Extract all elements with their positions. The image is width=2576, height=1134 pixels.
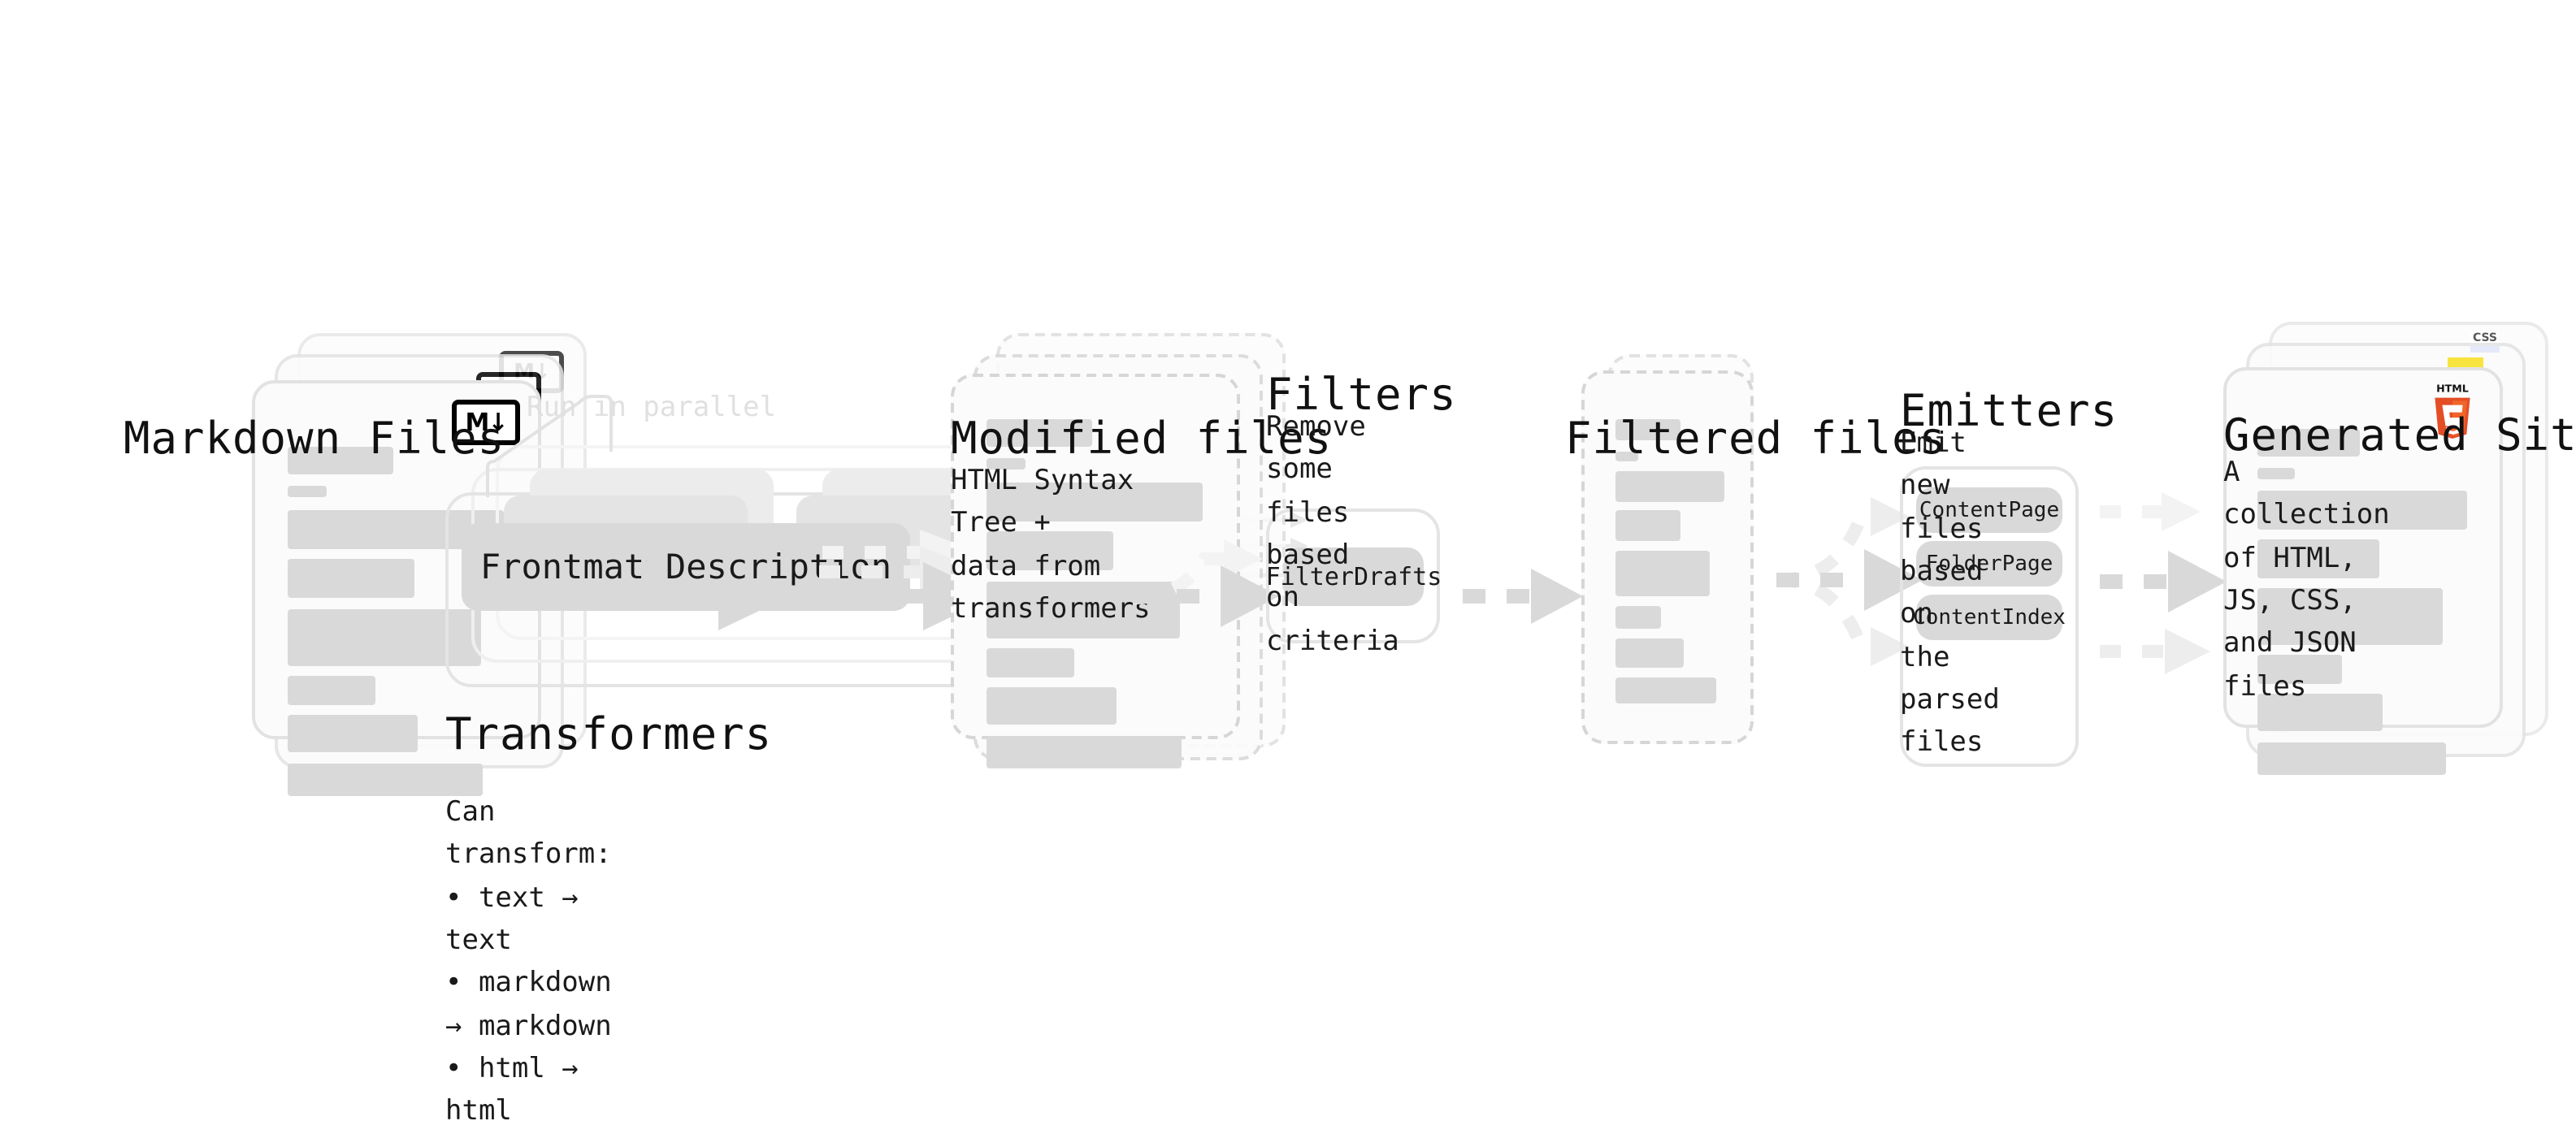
filters-group-box [1266,509,1440,643]
content-bar [987,531,1113,570]
stage-title-generated-site: Generated Site [2223,411,2576,461]
stage-title-transformers: Transformers [445,710,773,760]
content-bar [288,715,418,752]
content-bar [1615,471,1724,502]
stage-title-markdown-files: Markdown Files [124,414,505,465]
content-bar [1615,452,1638,461]
content-bar [2257,468,2295,479]
stage-title-emitters: Emitters [1900,387,2118,437]
stage-desc-emitters: Emit new files based on the parsed files [1900,427,2000,760]
stage-desc-transformers: Can transform: • text → text • markdown … [445,796,612,1128]
emitter-chip-folderpage[interactable]: FolderPage [1916,541,2062,586]
content-bar [288,609,481,666]
content-bar [288,447,393,474]
content-bar [2257,655,2342,684]
stage-desc-filters: Remove some files based on criteria [1266,411,1399,658]
content-bar [987,419,1092,447]
stage-title-modified-files: Modified files [951,414,1333,465]
flow-arrow-6 [2100,492,2227,674]
css-badge-label: CSS [2472,331,2498,344]
content-bar [288,676,375,705]
content-bar [2257,588,2443,645]
content-bar [987,687,1117,725]
flow-arrow-4 [1463,569,1583,624]
run-in-parallel-label: Run in parallel [527,392,777,424]
content-bar [987,483,1203,522]
html5-icon: HTML [2435,382,2470,439]
content-bar [1615,638,1684,668]
content-bar [2257,742,2446,775]
content-bar [987,648,1074,677]
stage-title-filters: Filters [1266,370,1457,421]
content-bar [288,486,327,497]
emitter-chip-contentpage[interactable]: ContentPage [1916,487,2062,533]
flow-arrow-3 [1132,539,1279,627]
content-bar [987,736,1182,768]
markdown-badge-front: M↓ [452,400,520,445]
emitter-chip-contentindex[interactable]: ContentIndex [1913,595,2066,640]
filter-chip-filterdrafts[interactable]: FilterDrafts [1266,548,1442,606]
content-bar [987,458,1026,470]
content-bar [1615,551,1710,596]
svg-text:HTML: HTML [2436,382,2469,394]
stage-desc-generated-site: A collection of HTML, JS, CSS, and JSON … [2223,457,2390,703]
stage-desc-modified-files: HTML Syntax Tree + data from transformer… [951,465,1151,626]
markdown-card-front: M↓ [252,380,541,796]
stage-title-filtered-files: Filtered files [1565,414,1947,465]
run-in-parallel-bracket [486,395,613,497]
generated-card-front-html: HTML [2223,367,2503,775]
flow-arrow-5-fanout [1776,497,1923,666]
content-bar [288,559,414,598]
content-bar [2257,429,2360,457]
content-bar [1615,606,1661,629]
content-bar [1615,419,1680,440]
content-bar [1615,677,1716,703]
flow-arrow-2 [819,530,995,630]
content-bar [2257,539,2379,578]
content-bar [2257,491,2467,530]
content-bar [1615,510,1680,541]
